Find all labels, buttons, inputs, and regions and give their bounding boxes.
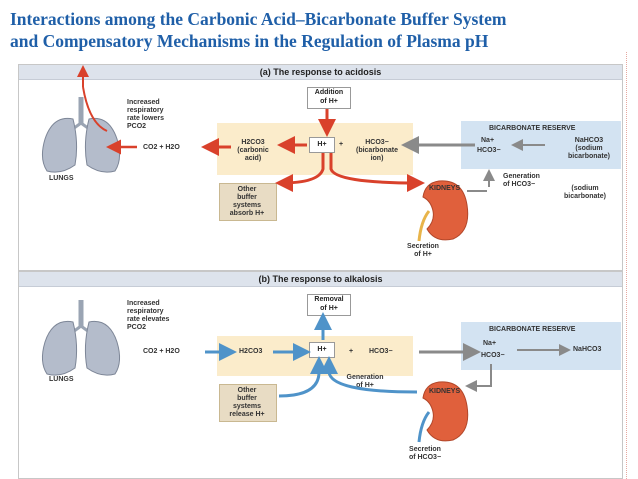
- addition-line2: of H+: [320, 98, 338, 105]
- increased-rr-b: Increased respiratory rate elevates PCO2: [127, 300, 170, 331]
- secretion-a: Secretion of H+: [407, 243, 439, 258]
- alkalosis-panel: (b) The response to alkalosis Removal of…: [18, 271, 623, 479]
- na-a: Na+: [481, 137, 495, 144]
- lungs-icon: [41, 97, 121, 173]
- other-buffer-box-b: [219, 384, 277, 422]
- kidney-icon-b: [417, 381, 469, 443]
- generation-a: Generation of HCO3−: [503, 173, 540, 188]
- hco3-reserve-a: HCO3−: [477, 147, 501, 154]
- addition-line1: Addition: [314, 89, 344, 96]
- addition-box: Addition of H+: [307, 87, 351, 109]
- plus-a: +: [339, 141, 344, 148]
- increased-rr-a: Increased respiratory rate lowers PCO2: [127, 99, 164, 130]
- other-buffer-a: Other buffer systems absorb H+: [229, 186, 265, 217]
- other-buffer-box: [219, 183, 277, 221]
- title-line-1: Interactions among the Carbonic Acid–Bic…: [10, 9, 507, 29]
- na-b: Na+: [483, 340, 497, 347]
- title-line-2: and Compensatory Mechanisms in the Regul…: [10, 31, 489, 51]
- h-ion-label-b: H+: [317, 346, 327, 353]
- reserve-title-a: BICARBONATE RESERVE: [489, 125, 576, 132]
- kidneys-label-b: KIDNEYS: [429, 388, 461, 395]
- h2co3-a: H2CO3 (carbonic acid): [237, 139, 269, 162]
- plus-b: +: [349, 348, 354, 355]
- alkalosis-panel-header: (b) The response to alkalosis: [19, 272, 622, 287]
- h2co3-b: H2CO3: [239, 348, 263, 355]
- secretion-b: Secretion of HCO3−: [408, 446, 442, 461]
- hco3-b: HCO3−: [369, 348, 393, 355]
- slide-title: Interactions among the Carbonic Acid–Bic…: [10, 8, 630, 52]
- h-ion-label: H+: [317, 141, 327, 148]
- co2-h2o-a: CO2 + H2O: [143, 144, 180, 151]
- kidney-icon-a: [417, 180, 469, 242]
- kidneys-label-a: KIDNEYS: [429, 185, 461, 192]
- h-ion-box: H+: [309, 137, 335, 153]
- acidosis-panel-header: (a) The response to acidosis: [19, 65, 622, 80]
- co2-h2o-b: CO2 + H2O: [143, 348, 180, 355]
- reserve-title-b: BICARBONATE RESERVE: [489, 326, 576, 333]
- removal-line1: Removal: [314, 296, 344, 303]
- hco3-reserve-b: HCO3−: [481, 352, 505, 359]
- removal-line2: of H+: [320, 305, 338, 312]
- lungs-label-b: LUNGS: [49, 376, 74, 383]
- nahco3-b: NaHCO3: [573, 346, 602, 353]
- lungs-icon-b: [41, 300, 121, 376]
- bicarbonate-reserve-box-b: [461, 322, 621, 370]
- acidosis-panel: (a) The response to acidosis Addition of…: [18, 64, 623, 271]
- other-buffer-b: Other buffer systems release H+: [229, 387, 265, 418]
- alkalosis-arrows: [205, 312, 571, 398]
- hco3-a: HCO3− (bicarbonate ion): [355, 139, 398, 162]
- lungs-label-a: LUNGS: [49, 175, 74, 182]
- generation-b: Generation of H+: [346, 374, 384, 389]
- decorative-dotted-line: [626, 52, 627, 479]
- nahco3-a: NaHCO3 (sodium bicarbonate): [567, 137, 610, 160]
- sodium-bicarb-a: (sodium bicarbonate): [563, 185, 606, 200]
- acidosis-arrows: [77, 65, 545, 192]
